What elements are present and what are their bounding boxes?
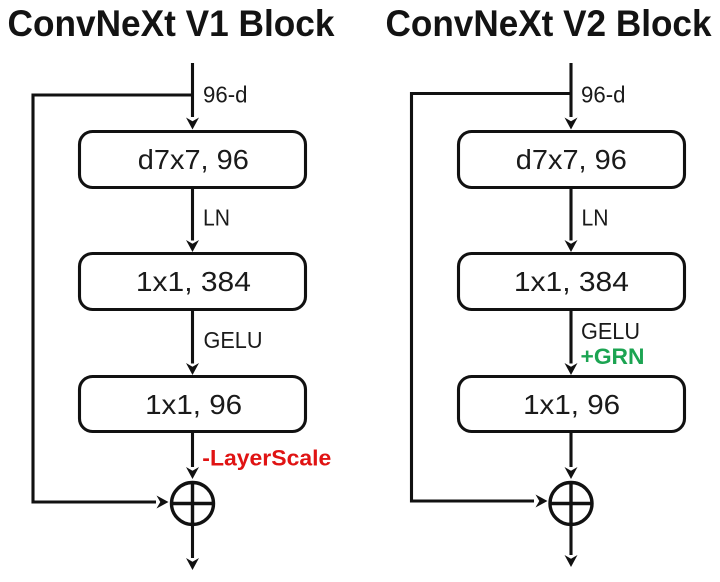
svg-text:LN: LN [582, 205, 609, 231]
svg-text:GELU: GELU [581, 318, 640, 344]
svg-text:1x1, 96: 1x1, 96 [523, 389, 620, 420]
svg-text:96-d: 96-d [203, 82, 248, 108]
svg-text:ConvNeXt V1 Block: ConvNeXt V1 Block [8, 3, 335, 44]
svg-text:d7x7, 96: d7x7, 96 [516, 144, 627, 175]
svg-text:LN: LN [203, 205, 230, 231]
svg-text:ConvNeXt V2 Block: ConvNeXt V2 Block [386, 3, 712, 44]
svg-text:1x1, 384: 1x1, 384 [514, 266, 629, 297]
svg-text:d7x7, 96: d7x7, 96 [138, 144, 249, 175]
svg-text:1x1, 96: 1x1, 96 [145, 389, 242, 420]
svg-text:96-d: 96-d [581, 82, 626, 108]
svg-text:+GRN: +GRN [581, 344, 645, 369]
svg-text:-LayerScale: -LayerScale [202, 446, 331, 471]
svg-text:1x1, 384: 1x1, 384 [136, 266, 251, 297]
svg-text:GELU: GELU [204, 327, 263, 353]
